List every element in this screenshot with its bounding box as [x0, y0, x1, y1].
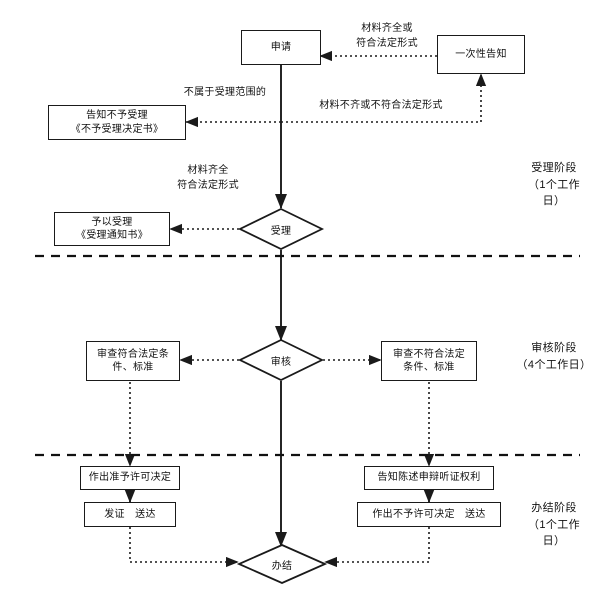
- edge-label-materials-ok-or: 材料齐全或 符合法定形式: [356, 23, 418, 49]
- node-one-time-notice[interactable]: 一次性告知: [437, 35, 525, 74]
- node-accept-decision-label: 受理: [270, 225, 292, 237]
- node-apply[interactable]: 申请: [241, 30, 321, 65]
- stage-label-completion: 办结阶段 （1个工作 日）: [527, 502, 581, 547]
- edge-deny-to-done: [324, 527, 430, 568]
- node-completion[interactable]: 办结: [236, 544, 328, 584]
- node-no-acceptance-notice[interactable]: 告知不予受理 《不予受理决定书》: [48, 105, 186, 140]
- edge-label-materials-incomplete: 材料不齐或不符合法定形式: [319, 100, 443, 111]
- node-issue-and-deliver[interactable]: 发证 送达: [84, 502, 176, 527]
- edge-badmaterials-to-onetime: [281, 73, 487, 123]
- edge-issue-to-done: [129, 527, 239, 568]
- node-accept-decision[interactable]: 受理: [237, 207, 325, 251]
- node-grant-permit-decision[interactable]: 作出准予许可决定: [80, 466, 180, 490]
- stage-label-acceptance: 受理阶段 （1个工作 日）: [527, 162, 581, 207]
- node-acceptance-notice[interactable]: 予以受理 《受理通知书》: [54, 212, 170, 246]
- stage-label-review: 审核阶段 （4个工作日）: [516, 342, 592, 371]
- node-review-decision-label: 审核: [270, 356, 292, 368]
- node-notify-statement-rights[interactable]: 告知陈述申辩听证权利: [364, 466, 494, 490]
- edge-label-out-of-scope: 不属于受理范围的: [183, 87, 267, 98]
- node-not-conform-standards[interactable]: 审查不符合法定 条件、标准: [381, 341, 477, 381]
- node-deny-permit-decision[interactable]: 作出不予许可决定 送达: [357, 502, 501, 527]
- node-completion-label: 办结: [271, 560, 293, 572]
- edge-label-materials-ok: 材料齐全 符合法定形式: [177, 165, 239, 191]
- node-conform-standards[interactable]: 审查符合法定条 件、标准: [86, 341, 180, 381]
- node-review-decision[interactable]: 审核: [237, 338, 325, 382]
